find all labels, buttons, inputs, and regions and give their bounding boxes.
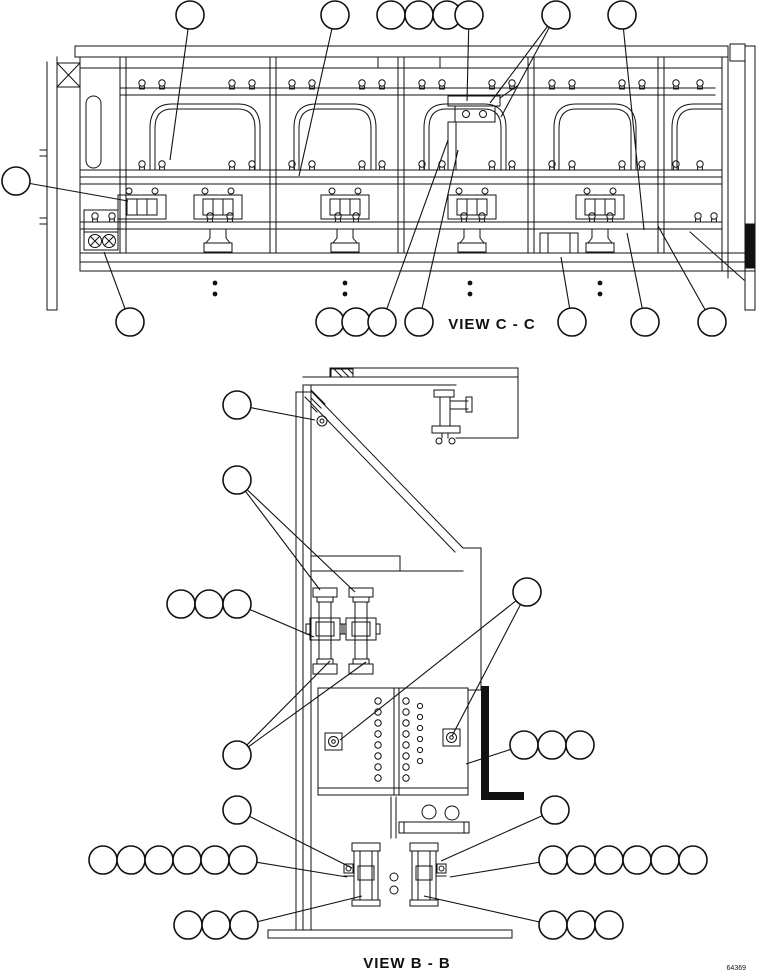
callout-balloon	[566, 845, 596, 875]
callout-balloon	[175, 0, 205, 30]
callout-balloon	[173, 910, 203, 940]
callout-balloon	[630, 307, 660, 337]
view-c-label: VIEW C - C	[448, 316, 536, 333]
callout-balloon	[144, 845, 174, 875]
callout-leader-line	[236, 479, 356, 593]
callout-balloon	[607, 0, 637, 30]
callout-balloon	[367, 307, 397, 337]
callout-balloon	[376, 0, 406, 30]
callout-leader-line	[451, 591, 528, 737]
callout-leader-line	[381, 139, 449, 323]
callout-leader-line	[243, 895, 363, 926]
callout-balloon	[320, 0, 350, 30]
callout-balloon	[678, 845, 708, 875]
callout-leaders	[15, 14, 713, 926]
callout-balloon	[222, 795, 252, 825]
callout-balloon	[341, 307, 371, 337]
callout-leader-line	[236, 809, 353, 869]
callout-balloon	[116, 845, 146, 875]
callout-leader-line	[242, 859, 348, 878]
callout-balloon	[222, 465, 252, 495]
callout-balloon	[88, 845, 118, 875]
callout-leader-line	[423, 895, 554, 926]
callout-balloon	[222, 589, 252, 619]
callout-balloon	[194, 589, 224, 619]
callout-leader-line	[418, 149, 459, 323]
callout-balloon	[200, 845, 230, 875]
callout-balloon	[315, 307, 345, 337]
callout-leader-line	[449, 859, 554, 878]
callout-leader-line	[169, 14, 191, 161]
callout-balloon	[594, 845, 624, 875]
callout-balloon	[222, 390, 252, 420]
callout-balloon	[540, 795, 570, 825]
callout-balloon	[1, 166, 31, 196]
callout-balloon	[404, 307, 434, 337]
callout-balloon	[201, 910, 231, 940]
callout-leader-line	[236, 660, 331, 756]
callout-leader-line	[15, 180, 129, 202]
sheet-number: 64369	[727, 965, 747, 972]
callout-balloon	[404, 0, 434, 30]
callout-balloon	[509, 730, 539, 760]
callout-balloon	[622, 845, 652, 875]
callout-balloon	[454, 0, 484, 30]
callout-leader-line	[440, 809, 556, 862]
callout-balloons	[1, 0, 727, 940]
callout-balloon	[166, 589, 196, 619]
callout-balloon	[537, 730, 567, 760]
callout-balloon	[594, 910, 624, 940]
callout-leader-line	[236, 661, 367, 756]
callout-leader-line	[500, 14, 557, 118]
callout-leader-line	[621, 14, 645, 231]
view-bb-linework	[267, 367, 524, 939]
callout-leader-line	[339, 591, 528, 741]
callout-balloon	[541, 0, 571, 30]
callout-balloon	[228, 845, 258, 875]
callout-balloon	[172, 845, 202, 875]
callout-balloon	[538, 845, 568, 875]
callout-balloon	[115, 307, 145, 337]
callout-leader-line	[489, 14, 557, 104]
callout-leader-line	[626, 232, 646, 323]
callout-balloon	[557, 307, 587, 337]
callout-leader-line	[298, 14, 336, 177]
callout-balloon	[512, 577, 542, 607]
callout-balloon	[565, 730, 595, 760]
view-cc-linework	[39, 43, 756, 311]
callout-balloon	[229, 910, 259, 940]
callout-balloon	[222, 740, 252, 770]
callout-balloon	[650, 845, 680, 875]
callout-balloon	[538, 910, 568, 940]
callout-balloon	[566, 910, 596, 940]
callout-leader-line	[657, 225, 713, 323]
callout-leader-line	[236, 479, 321, 591]
view-b-label: VIEW B - B	[363, 955, 451, 972]
callout-balloon	[697, 307, 727, 337]
